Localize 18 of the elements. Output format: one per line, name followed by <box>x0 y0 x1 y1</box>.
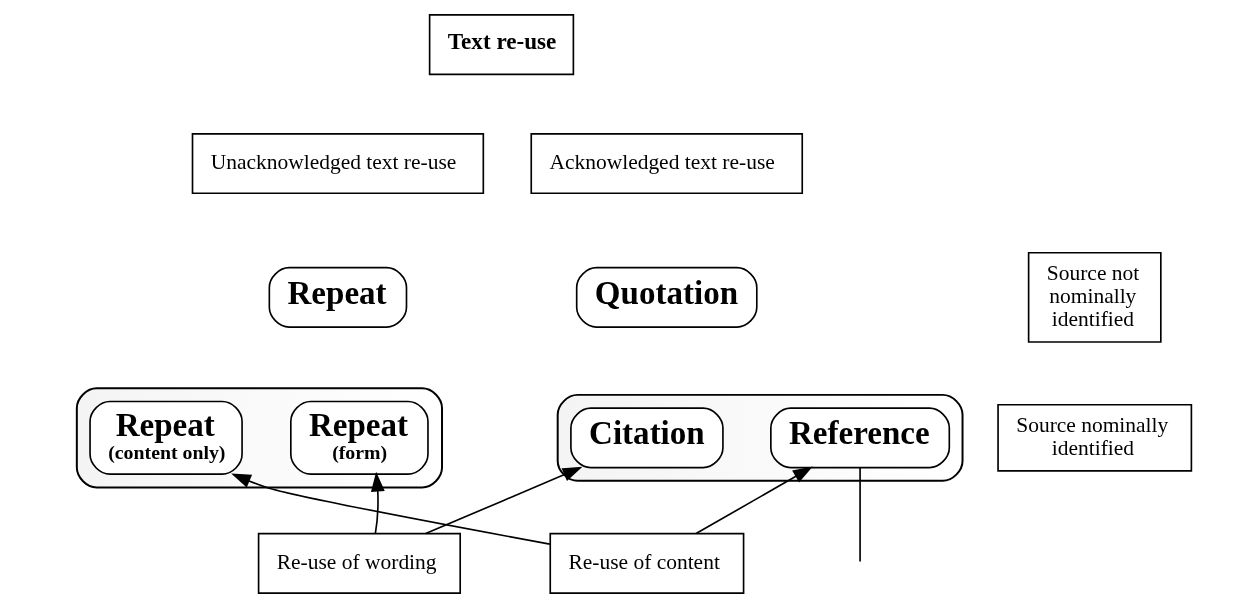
node-box: Re-use of content <box>548 532 744 594</box>
node-box: Unacknowledged text re-use <box>191 132 484 195</box>
node-box: Text re-use <box>428 14 574 76</box>
node-box: Repeat <box>268 266 407 328</box>
node-box: Source not nominally identified <box>1027 251 1162 343</box>
node-box: Reference <box>769 407 950 469</box>
arrow <box>424 466 582 535</box>
node-box: Repeat (form) <box>289 400 429 476</box>
node-box: Acknowledged text re-use <box>529 132 803 195</box>
node-box: Repeat (content only) <box>88 400 243 476</box>
arrow <box>370 471 385 534</box>
node-box: Re-use of wording <box>257 532 461 594</box>
arrow <box>694 466 813 535</box>
arrow <box>230 473 551 545</box>
node-box: Source nominally identified <box>996 403 1192 472</box>
node-box: Citation <box>569 407 724 469</box>
node-box: Quotation <box>575 266 758 328</box>
connector <box>858 467 861 563</box>
